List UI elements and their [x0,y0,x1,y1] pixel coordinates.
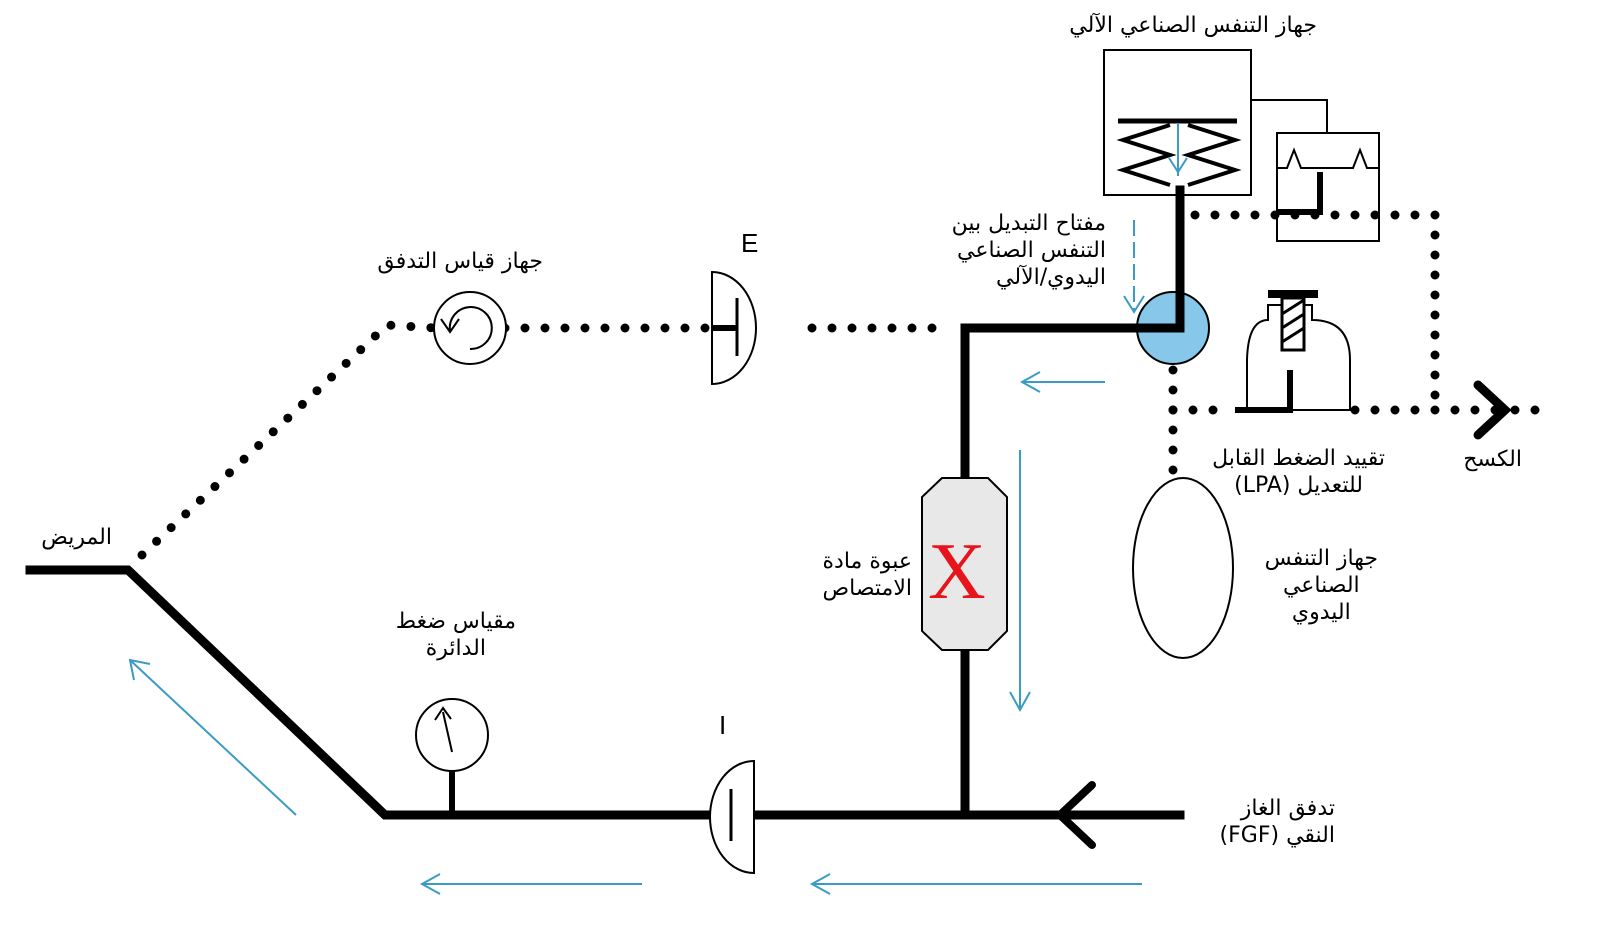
absorber-canister-label: عبوة مادة الامتصاص [823,548,912,602]
fgf-inlet-arrowhead [1054,781,1096,849]
expiratory-dotted-limb [137,320,440,560]
inspiratory-valve-label: I [719,710,727,740]
circuit-pressure-gauge-icon [415,698,489,815]
scavenging-label: الكسح [1463,447,1522,472]
absorber-canister-label-line-1: عبوة مادة [822,549,912,574]
patient-label: المريض [41,525,112,550]
manual-breathing-bag-label-line-3: اليدوي [1291,600,1351,625]
patient-limb [25,565,970,820]
inspiratory-valve [709,759,755,875]
ventilator-flow-arrowhead [1168,157,1188,174]
ventilator-control-link [1251,99,1328,133]
apl-valve [1235,290,1351,413]
circuit-pressure-gauge-label: مقياس ضغط الدائرة [396,608,516,662]
apl-valve-label-line-2: للتعديل (LPA) [1234,473,1364,498]
relief-valve-seat [1277,147,1379,169]
flowmeter-icon [433,291,507,365]
manual-breathing-bag [1132,477,1234,659]
ventilator-relief-valve-box [1276,132,1380,242]
ventilation-switch-path [1135,185,1185,333]
ventilation-switch-label-line-1: مفتاح التبديل بين [951,211,1106,236]
fresh-gas-flow-label-line-2: النقي (FGF) [1219,823,1335,848]
apl-valve-label-line-1: تقييد الضغط القابل [1212,446,1385,471]
gas-flow-arrows [128,220,1145,895]
apl-valve-label: تقييد الضغط القابل للتعديل (LPA) [1212,445,1385,499]
flow-arrow-to-patient [129,659,297,816]
circuit-pressure-gauge-label-line-2: الدائرة [425,636,486,661]
manual-breathing-bag-label: جهاز التنفس الصناعي اليدوي [1265,545,1378,626]
ventilation-switch-label-line-3: اليدوي/الآلي [996,265,1106,290]
expiratory-valve-label: E [741,228,759,258]
absorber-canister [921,477,1008,651]
ventilation-switch-label: مفتاح التبديل بين التنفس الصناعي اليدوي/… [952,210,1106,291]
absorber-exhausted-mark: X [928,528,986,616]
relief-valve-stem [1277,172,1323,215]
fresh-gas-flow-label: تدفق الغاز النقي (FGF) [1220,795,1335,849]
manual-breathing-bag-label-line-1: جهاز التنفس [1264,546,1378,571]
ventilation-switch-label-line-2: التنفس الصناعي [957,238,1106,263]
scavenging-arrowhead [1473,380,1512,440]
fresh-gas-flow-label-line-1: تدفق الغاز [1240,796,1335,821]
expiratory-valve [711,270,757,386]
flowmeter-label: جهاز قياس التدفق [377,249,543,274]
ventilator-bellows-left [1116,123,1177,187]
ventilator-label: جهاز التنفس الصناعي الآلي [1069,13,1317,38]
circuit-pressure-gauge-label-line-1: مقياس ضغط [395,609,516,634]
ventilator-bellows-right [1181,123,1242,187]
absorber-canister-label-line-2: الامتصاص [822,576,912,601]
manual-breathing-bag-label-line-2: الصناعي [1282,573,1360,598]
